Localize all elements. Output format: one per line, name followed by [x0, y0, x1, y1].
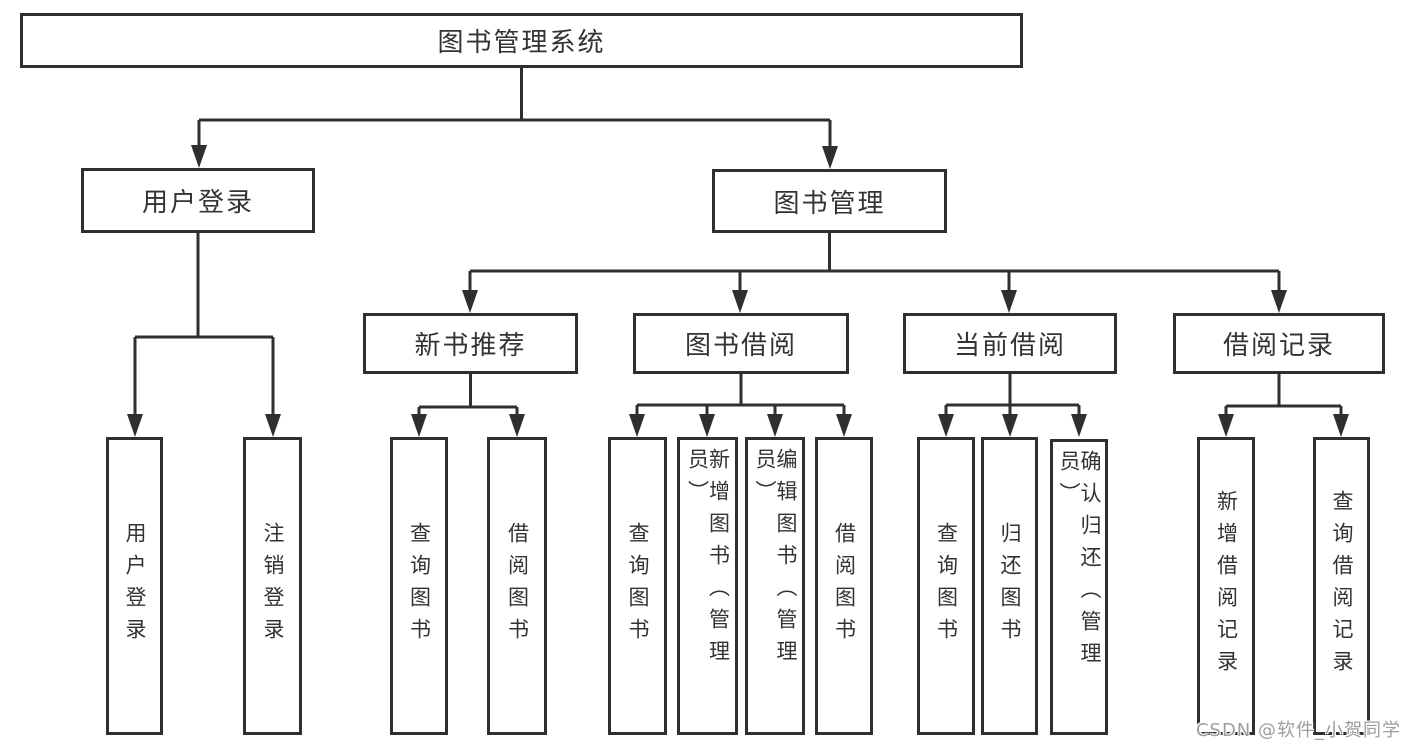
connector-recommend-to-leaves	[411, 374, 525, 437]
leaf-confirm-return-admin: 确认归还（管理员）	[1050, 439, 1108, 735]
leaf-edit-books-admin: 编辑图书（管理员）	[745, 437, 805, 735]
group-book-borrow: 图书借阅	[633, 313, 849, 374]
connector-borrow-to-leaves	[629, 374, 852, 437]
leaf-add-books-admin: 新增图书（管理员）	[677, 437, 738, 735]
connector-current-to-leaves	[938, 374, 1087, 437]
group-new-book-recommend: 新书推荐	[363, 313, 578, 374]
leaf-query-books-borrow: 查询图书	[608, 437, 667, 735]
leaf-add-borrow-record: 新增借阅记录	[1197, 437, 1255, 735]
group-current-borrow: 当前借阅	[903, 313, 1117, 374]
connector-mgmt-to-groups	[462, 233, 1287, 313]
csdn-watermark: CSDN @软件_小贺同学	[1195, 720, 1401, 741]
root-node-system: 图书管理系统	[20, 13, 1023, 68]
connector-login-to-leaves	[127, 233, 281, 437]
connector-root-to-branches	[191, 68, 838, 169]
branch-book-management: 图书管理	[712, 169, 947, 233]
leaf-query-books-current: 查询图书	[917, 437, 975, 735]
leaf-borrow-books: 借阅图书	[815, 437, 873, 735]
leaf-user-login: 用户登录	[106, 437, 163, 735]
leaf-logout: 注销登录	[243, 437, 302, 735]
leaf-borrow-books-recommend: 借阅图书	[487, 437, 547, 735]
leaf-query-borrow-record: 查询借阅记录	[1313, 437, 1370, 735]
branch-user-login: 用户登录	[81, 168, 315, 233]
leaf-query-books-recommend: 查询图书	[390, 437, 448, 735]
group-borrow-records: 借阅记录	[1173, 313, 1385, 374]
leaf-return-books: 归还图书	[981, 437, 1038, 735]
connector-records-to-leaves	[1218, 374, 1349, 437]
